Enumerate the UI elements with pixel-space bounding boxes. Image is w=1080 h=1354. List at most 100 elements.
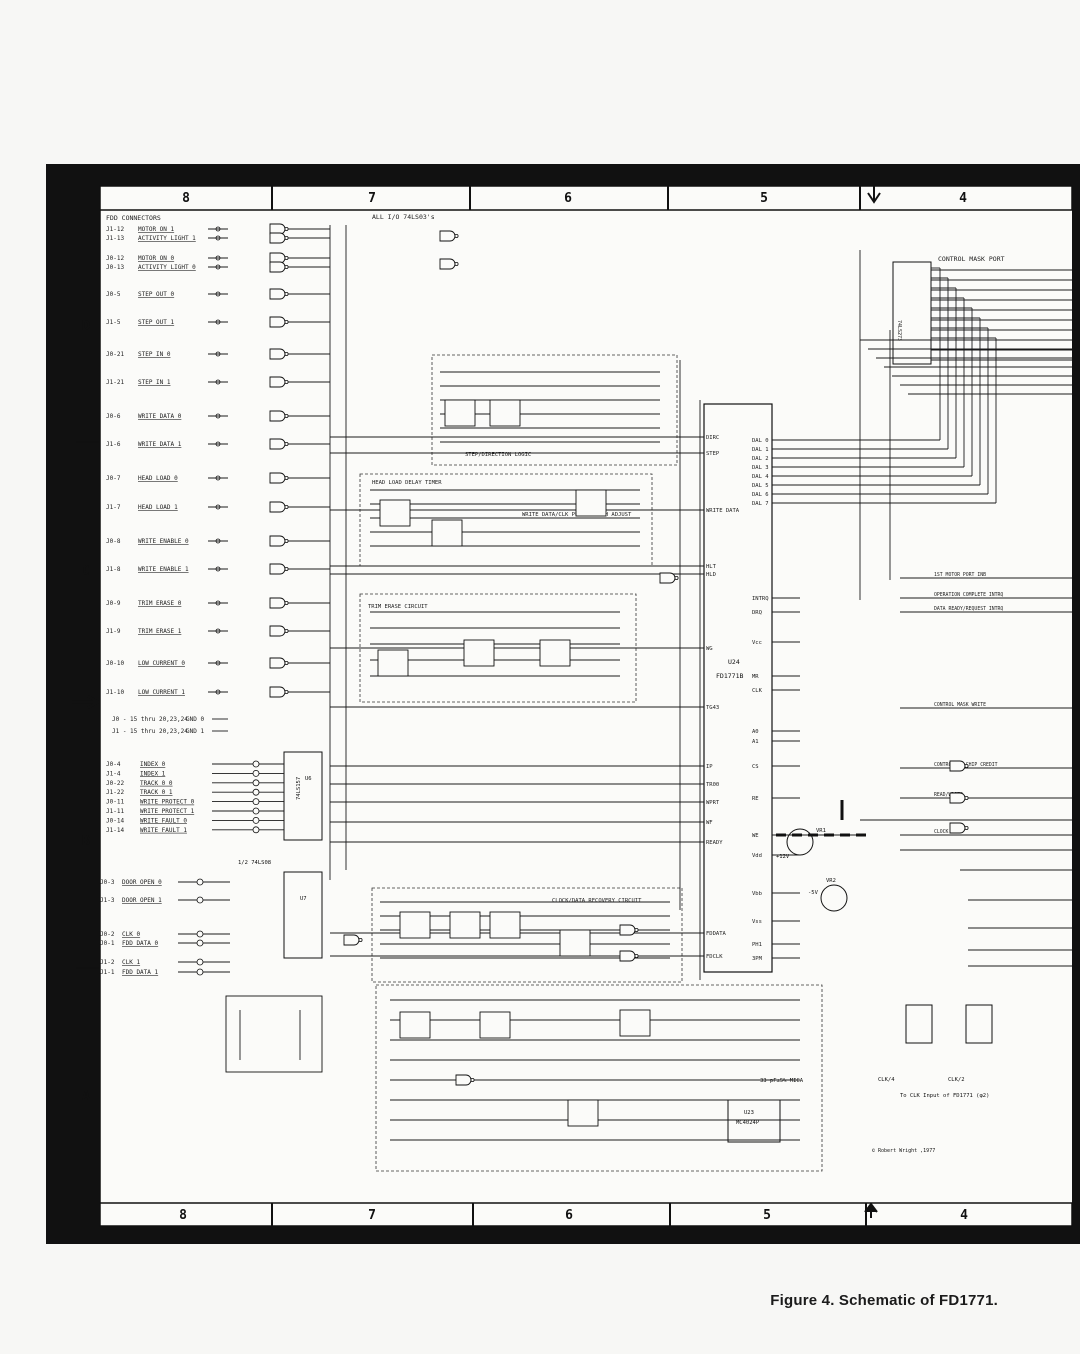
bus-label: CLOCK xyxy=(934,829,949,835)
fd1771-pin: DAL 5 xyxy=(752,483,769,489)
top-center-arrow xyxy=(867,186,881,204)
mask-port-latch xyxy=(892,261,932,365)
ls08-label: 1/2 74LS08 xyxy=(238,860,271,866)
connector-pin: J1-10 xyxy=(106,689,124,696)
data-input-signal: CLK 1 xyxy=(122,959,140,966)
zone-row-d: D xyxy=(82,319,90,334)
ground-pin: J1 - 15 thru 20,23,24 xyxy=(112,728,188,735)
connectors-title: FDD CONNECTORS xyxy=(106,214,161,222)
test-point xyxy=(252,817,260,824)
fd1771-pin: Vdd xyxy=(752,853,762,859)
fd1771-pin: TR00 xyxy=(706,782,719,788)
fd1771-pin: CLK xyxy=(752,688,763,694)
connector-signal: STEP IN 1 xyxy=(138,379,171,386)
vco-ref: U23 xyxy=(744,1110,754,1116)
connector-pin: J0-7 xyxy=(106,475,121,482)
mux-signal: WRITE PROTECT 0 xyxy=(140,799,195,806)
buffer-gate xyxy=(269,563,289,575)
zone-bottom-4: 4 xyxy=(960,1208,968,1223)
fd1771-pin: DAL 2 xyxy=(752,456,769,462)
zone-labels: 8 7 6 5 4 8 7 6 5 4 D C B A xyxy=(82,191,968,1223)
zone-row-b: B xyxy=(82,834,90,849)
clock-recovery-box xyxy=(371,887,683,983)
gates xyxy=(196,223,969,1127)
mux-pin: J0-14 xyxy=(106,817,124,824)
figure-caption: Figure 4. Schematic of FD1771. xyxy=(770,1292,998,1309)
zone-bottom-5: 5 xyxy=(763,1208,771,1223)
vr1-label: VR1 xyxy=(816,828,826,834)
buffer-gate xyxy=(269,657,289,669)
frame-left-border xyxy=(46,164,100,1244)
data-input-pin: J1-1 xyxy=(100,969,115,976)
step-logic-box xyxy=(431,354,678,466)
buffer-gate xyxy=(269,625,289,637)
connector-terminal xyxy=(215,264,221,270)
fd1771-pin: Vbb xyxy=(752,891,762,897)
test-point xyxy=(196,939,204,947)
vco-part: MC4024P xyxy=(736,1120,760,1126)
buffer-gate xyxy=(269,597,289,609)
mux-chip xyxy=(283,751,323,841)
connector-terminal xyxy=(215,351,221,357)
connector-pin: J1-21 xyxy=(106,379,124,386)
fd1771-pin: WRITE DATA xyxy=(706,508,740,514)
ic-chip xyxy=(377,649,409,677)
ic-chip xyxy=(399,911,431,939)
connector-terminal xyxy=(215,660,221,666)
ic-chip xyxy=(479,1011,511,1039)
test-point xyxy=(196,930,204,938)
fd1771-pin: TG43 xyxy=(706,705,719,711)
test-point xyxy=(196,878,204,886)
vco-box xyxy=(375,984,823,1172)
connector-pin: J0-12 xyxy=(106,255,124,262)
mux-signal: WRITE PROTECT 1 xyxy=(140,808,195,815)
mux-pin: J0-22 xyxy=(106,780,124,787)
data-input-signal: DOOR OPEN 1 xyxy=(122,897,162,904)
ls74-chip-a xyxy=(905,1004,933,1044)
connector-terminal xyxy=(215,475,221,481)
step-logic-label: STEP/DIRECTION LOGIC xyxy=(465,452,531,458)
logic-gate xyxy=(439,258,459,270)
bottom-center-arrow xyxy=(864,1202,878,1218)
bus-label: DATA READY/REQUEST INTRQ xyxy=(934,606,1003,612)
test-point xyxy=(252,760,260,768)
connector-signal: WRITE DATA 1 xyxy=(138,441,182,448)
connector-pin: J1-9 xyxy=(106,628,121,635)
connector-pin: J0-13 xyxy=(106,264,124,271)
fd1771-pin: A0 xyxy=(752,729,759,735)
pull-up-network xyxy=(225,995,323,1073)
data-latch-ref: U7 xyxy=(300,896,307,902)
connector-pin: J0-5 xyxy=(106,291,121,298)
fd1771-pin: DAL 1 xyxy=(752,447,769,453)
connector-signal: MOTOR ON 1 xyxy=(138,226,175,233)
frame-right-edge xyxy=(1072,164,1080,1244)
connector-signal: WRITE ENABLE 0 xyxy=(138,538,189,545)
buffer-gate xyxy=(269,232,289,244)
vr1-regulator xyxy=(786,828,814,856)
data-input-signal: CLK 0 xyxy=(122,931,140,938)
control-mask-port-label: CONTROL MASK PORT xyxy=(938,255,1005,263)
connector-terminal xyxy=(215,628,221,634)
connector-signal: HEAD LOAD 1 xyxy=(138,504,178,511)
connector-pin: J1-13 xyxy=(106,235,124,242)
connector-signal: WRITE ENABLE 1 xyxy=(138,566,189,573)
clock-recovery-label: CLOCK/DATA RECOVERY CIRCUIT xyxy=(552,898,642,904)
connector-terminal xyxy=(215,413,221,419)
buffer-gate xyxy=(269,223,289,235)
connector-terminal xyxy=(215,566,221,572)
fd1771-pin: WPRT xyxy=(706,800,720,806)
connector-pin: J0-8 xyxy=(106,538,121,545)
connector-terminal xyxy=(215,291,221,297)
connector-signal: TRIM ERASE 1 xyxy=(138,628,182,635)
mux-pin: J1-4 xyxy=(106,770,121,777)
fd1771-pin: STEP xyxy=(706,451,720,457)
ic-chip xyxy=(575,489,607,517)
vr2-regulator xyxy=(820,884,848,912)
fd1771-ref: U24 xyxy=(728,658,740,666)
clk4-label: CLK/4 xyxy=(878,1077,895,1083)
ic-chip xyxy=(619,1009,651,1037)
fd1771-pin: RE xyxy=(752,796,759,802)
